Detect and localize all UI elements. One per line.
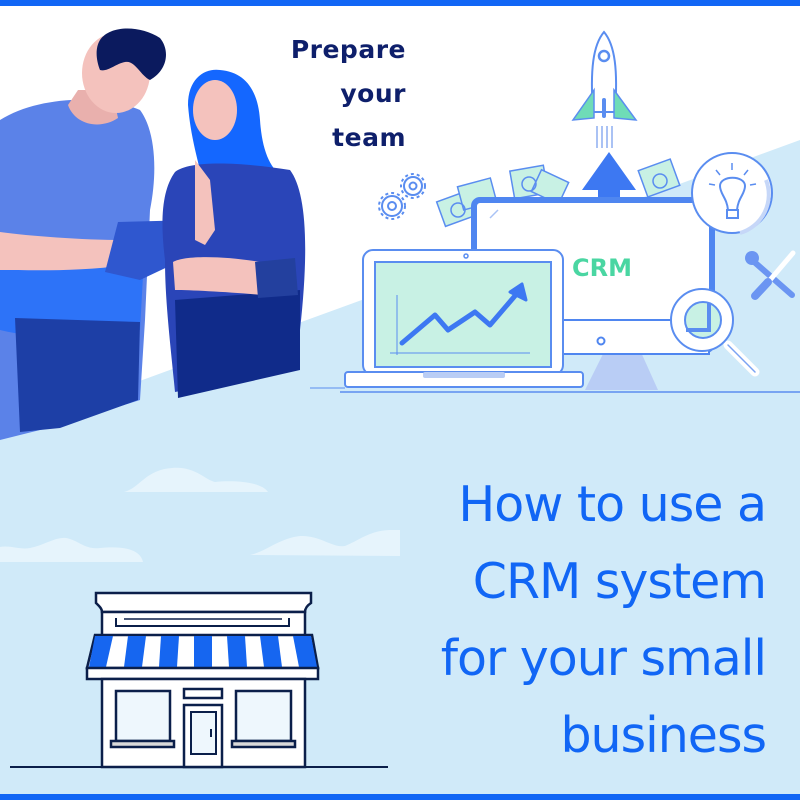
storefront-icon [10, 591, 388, 769]
cloud-icon [0, 467, 400, 562]
laptop-chart-icon [344, 249, 584, 388]
headline: How to use a CRM system for your small b… [440, 466, 767, 774]
headline-line: for your small [440, 630, 767, 687]
lightbulb-icon [691, 152, 773, 235]
tagline-line: your [340, 79, 406, 108]
bottom-accent-bar [0, 794, 800, 800]
headline-line: How to use a [458, 476, 767, 533]
magnifier-icon [670, 288, 760, 377]
rocket-icon [571, 30, 638, 148]
tagline-line: Prepare [290, 35, 406, 64]
monitor-crm-label: CRM [572, 254, 632, 282]
headline-line: CRM system [472, 553, 767, 610]
gear-icon [378, 173, 426, 220]
up-arrow-icon [582, 152, 636, 200]
top-accent-bar [0, 0, 800, 6]
wrench-screwdriver-icon [745, 250, 796, 300]
tagline: Prepare your team [291, 28, 406, 160]
tagline-line: team [332, 123, 406, 152]
headline-line: business [560, 707, 767, 764]
